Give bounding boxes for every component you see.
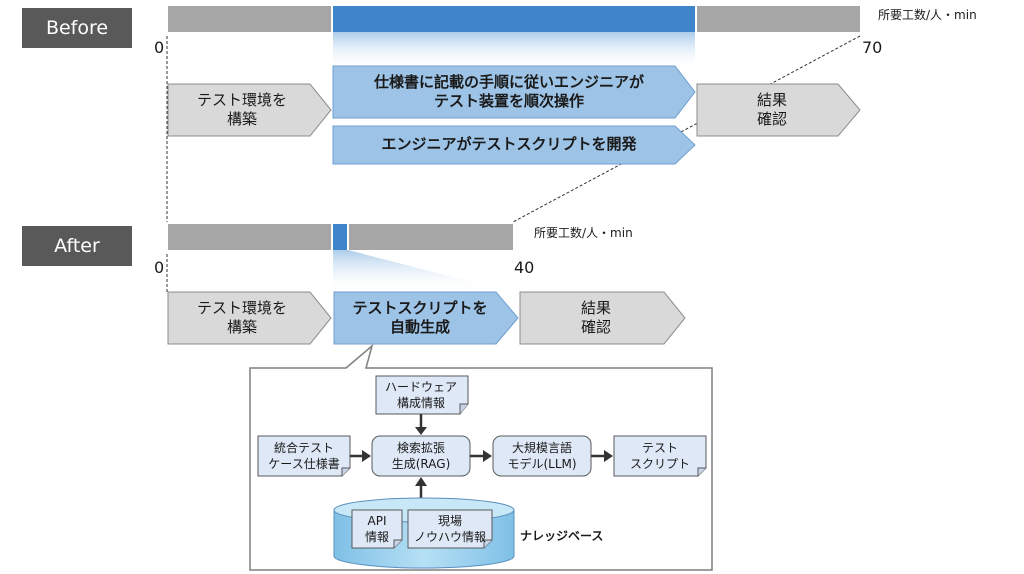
after-step1-text: テスト環境を 構築 bbox=[168, 292, 316, 344]
before-step2-line1: 仕様書に記載の手順に従いエンジニアが bbox=[373, 72, 644, 91]
before-step1-text: テスト環境を 構築 bbox=[168, 84, 316, 136]
before-step2-line2: テスト装置を順次操作 bbox=[433, 92, 584, 110]
before-diagonal-line bbox=[512, 35, 861, 223]
after-step1-line2: 構築 bbox=[226, 318, 257, 336]
spec-doc-line1: 統合テスト bbox=[273, 440, 334, 455]
spec-doc-line2: ケース仕様書 bbox=[268, 457, 340, 471]
after-step2-line1: テストスクリプトを bbox=[352, 298, 488, 317]
knowledge-base-label: ナレッジベース bbox=[520, 529, 604, 543]
hardware-doc-line2: 構成情報 bbox=[396, 396, 445, 410]
api-doc-line1: API bbox=[367, 513, 387, 528]
before-step2b-text: エンジニアがテストスクリプトを開発 bbox=[333, 126, 685, 164]
before-bar-check bbox=[697, 6, 860, 32]
output-doc-text: テスト スクリプト bbox=[614, 436, 706, 476]
hardware-doc-line1: ハードウェア bbox=[384, 379, 457, 394]
before-step3-line1: 結果 bbox=[756, 90, 787, 109]
after-step1-chevron bbox=[167, 291, 332, 345]
llm-box-line1: 大規模言語 bbox=[511, 440, 572, 455]
after-step3-line2: 確認 bbox=[580, 318, 611, 336]
before-step2b-chevron bbox=[332, 125, 696, 165]
after-step3-chevron bbox=[519, 291, 686, 345]
knowhow-doc-line2: ノウハウ情報 bbox=[413, 530, 486, 544]
after-label: After bbox=[22, 226, 132, 266]
hardware-doc-text: ハードウェア 構成情報 bbox=[376, 376, 466, 414]
output-doc-line1: テスト bbox=[641, 440, 678, 455]
before-highlight bbox=[333, 32, 695, 70]
before-tick-start: 0 bbox=[154, 38, 165, 57]
rag-box-line2: 生成(RAG) bbox=[391, 457, 451, 471]
after-tick-end: 40 bbox=[514, 258, 535, 277]
rag-box-line1: 検索拡張 bbox=[396, 440, 445, 455]
before-step2b-line1: エンジニアがテストスクリプトを開発 bbox=[381, 135, 637, 154]
before-bar-env bbox=[168, 6, 331, 32]
api-doc-line2: 情報 bbox=[364, 530, 389, 544]
spec-doc-text: 統合テスト ケース仕様書 bbox=[258, 436, 350, 476]
before-bar-manual bbox=[333, 6, 695, 32]
before-step2-chevron bbox=[332, 65, 696, 119]
knowhow-doc-line1: 現場 bbox=[437, 513, 462, 528]
before-step2-text: 仕様書に記載の手順に従いエンジニアが テスト装置を順次操作 bbox=[333, 66, 685, 118]
knowhow-doc-text: 現場 ノウハウ情報 bbox=[408, 510, 492, 548]
after-tick-start: 0 bbox=[154, 258, 165, 277]
after-step2-text: テストスクリプトを 自動生成 bbox=[334, 292, 506, 344]
llm-box-text: 大規模言語 モデル(LLM) bbox=[493, 436, 591, 476]
before-step3-line2: 確認 bbox=[756, 110, 787, 128]
before-step1-line1: テスト環境を bbox=[196, 90, 287, 109]
after-unit-label: 所要工数/人・min bbox=[534, 226, 633, 240]
after-step3-text: 結果 確認 bbox=[520, 292, 672, 344]
before-unit-label: 所要工数/人・min bbox=[878, 8, 977, 22]
before-step1-line2: 構築 bbox=[226, 110, 257, 128]
after-step1-line1: テスト環境を bbox=[196, 298, 287, 317]
api-doc-text: API 情報 bbox=[352, 510, 402, 548]
after-step2-chevron bbox=[333, 291, 519, 345]
after-highlight bbox=[333, 250, 510, 292]
detail-arrows bbox=[350, 414, 613, 500]
output-doc-line2: スクリプト bbox=[629, 457, 690, 471]
after-bar-check bbox=[349, 224, 513, 250]
rag-box-text: 検索拡張 生成(RAG) bbox=[372, 436, 470, 476]
before-label: Before bbox=[22, 8, 132, 48]
after-bar-auto bbox=[333, 224, 347, 250]
before-step1-chevron bbox=[167, 83, 332, 137]
after-step2-line2: 自動生成 bbox=[389, 318, 450, 336]
after-step3-line1: 結果 bbox=[580, 298, 611, 317]
after-bar-env bbox=[168, 224, 331, 250]
before-tick-end: 70 bbox=[862, 38, 883, 57]
before-step3-text: 結果 確認 bbox=[697, 84, 847, 136]
before-step3-chevron bbox=[696, 83, 861, 137]
llm-box-line2: モデル(LLM) bbox=[507, 457, 577, 471]
